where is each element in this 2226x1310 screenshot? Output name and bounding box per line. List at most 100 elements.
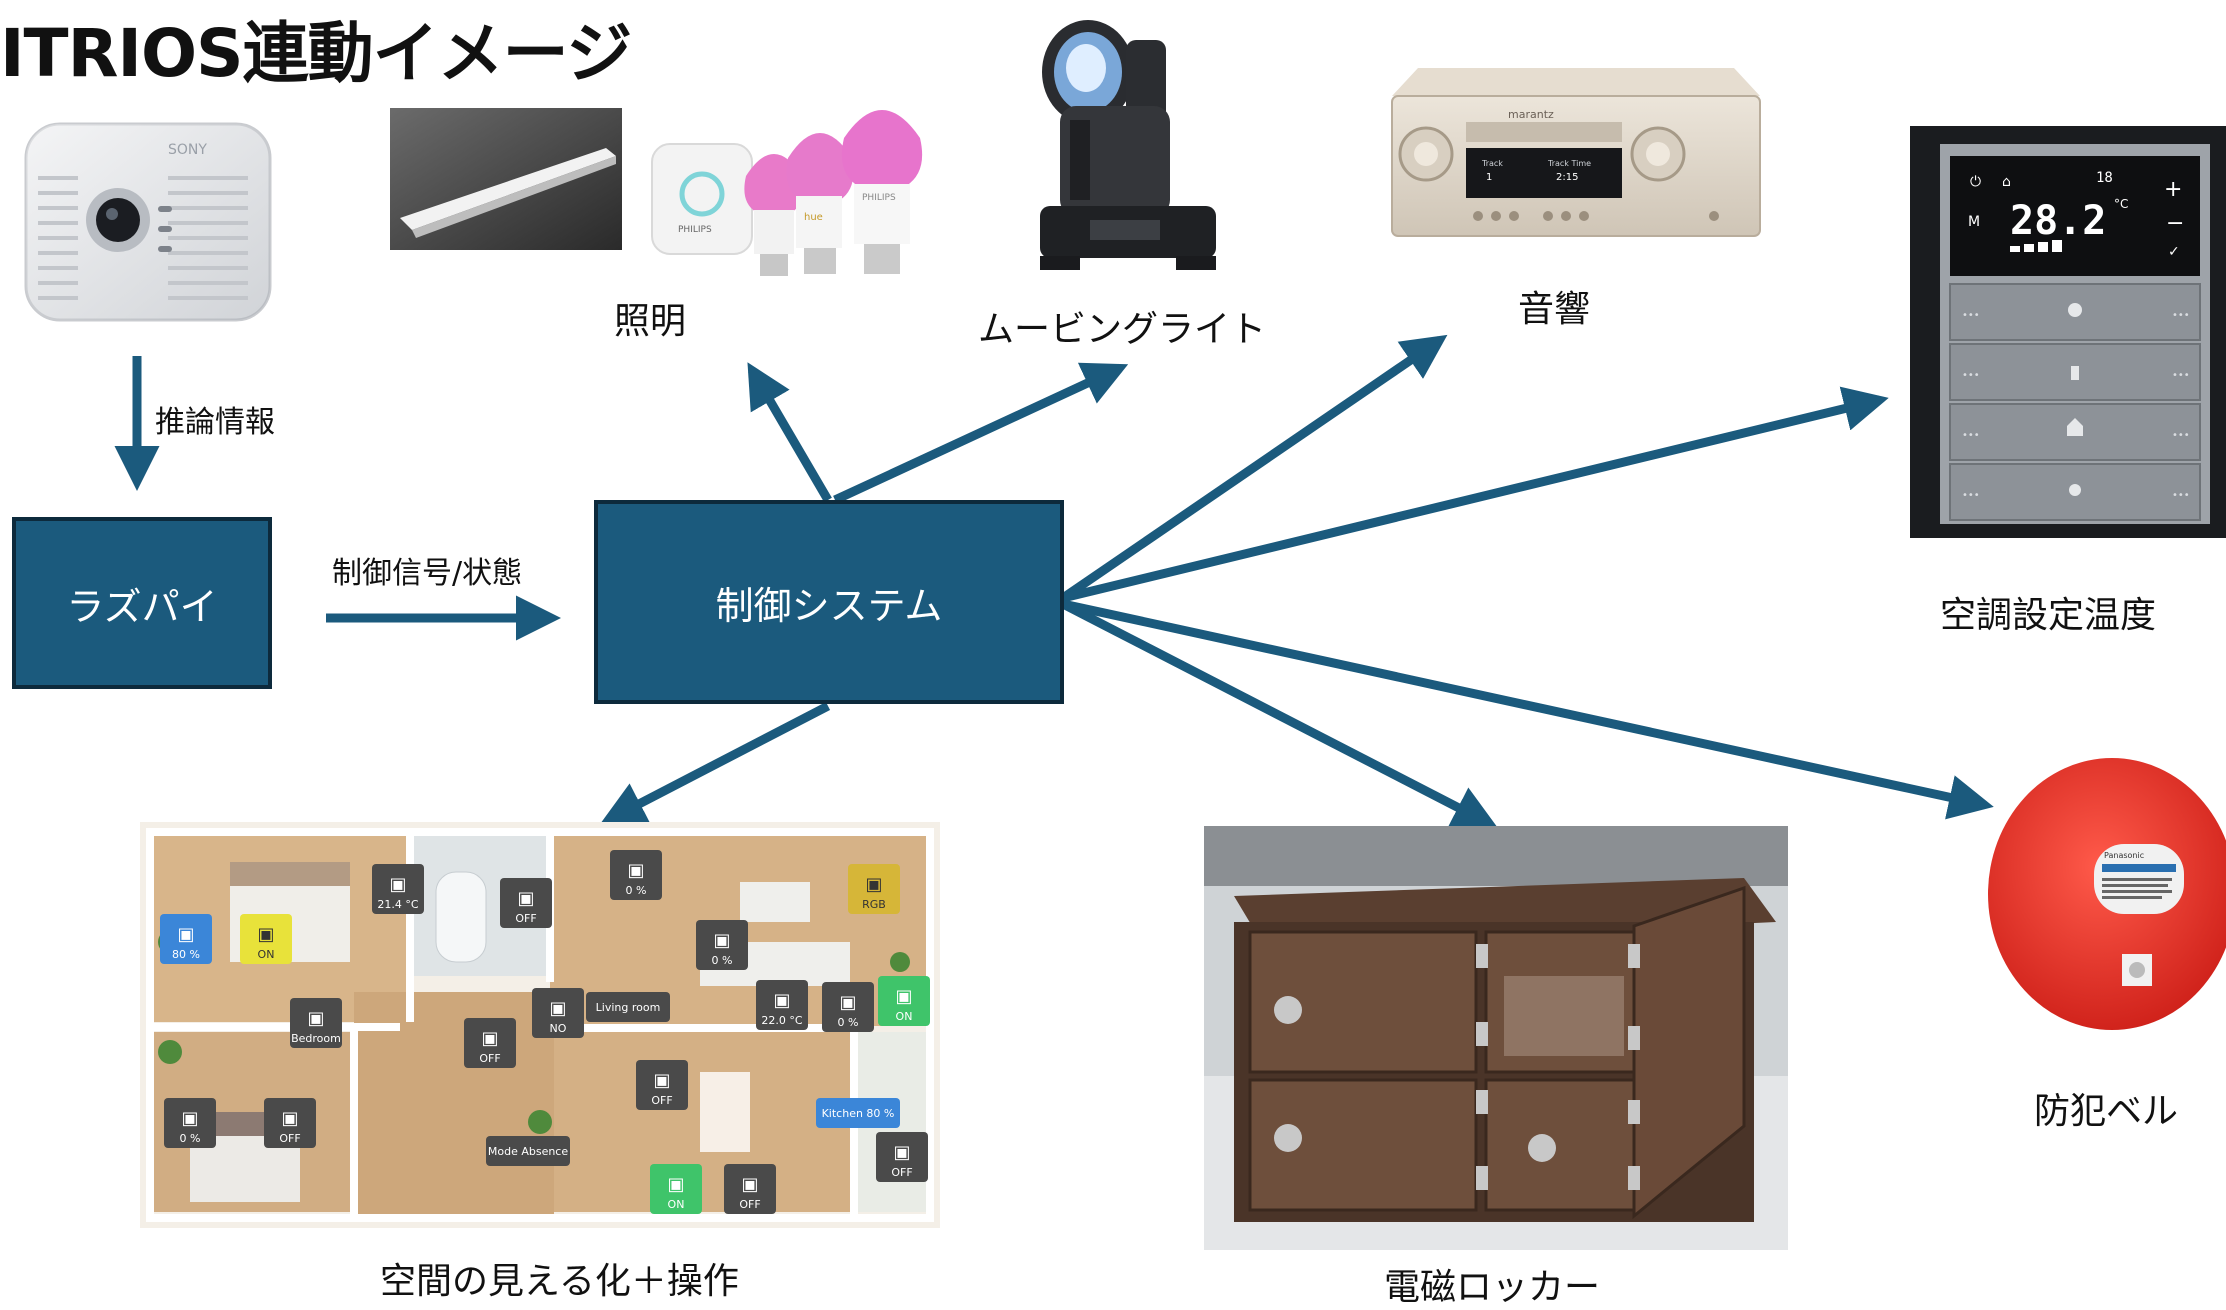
svg-text:•••: ••• bbox=[2172, 490, 2190, 501]
floorplan-control-badge: ▣ OFF bbox=[636, 1060, 688, 1110]
svg-text:⌂: ⌂ bbox=[2002, 174, 2011, 190]
floorplan-control-badge: ▣ OFF bbox=[876, 1132, 928, 1182]
badge-icon: ▣ bbox=[257, 924, 275, 945]
amp-time: 2:15 bbox=[1556, 172, 1578, 183]
floorplan-control-badge: ▣ 0 % bbox=[610, 850, 662, 900]
floorplan-control-badge: ▣ NO bbox=[532, 988, 584, 1038]
amp-time-label: Track Time bbox=[1547, 159, 1591, 168]
floorplan-control-badge: ▣0 % bbox=[696, 920, 748, 970]
svg-text:✓: ✓ bbox=[2168, 244, 2180, 260]
thermo-unit: °C bbox=[2114, 197, 2128, 211]
floorplan-control-badge: ▣ OFF bbox=[264, 1098, 316, 1148]
badge-label: OFF bbox=[739, 1198, 761, 1211]
amp-track-value: 1 bbox=[1486, 172, 1492, 183]
linear-light-image bbox=[390, 108, 622, 250]
badge-label: Kitchen 80 % bbox=[821, 1106, 895, 1120]
svg-text:•••: ••• bbox=[1962, 430, 1980, 441]
badge-icon: ▣ bbox=[713, 930, 731, 951]
floorplan-control-badge: ▣ OFF bbox=[500, 878, 552, 928]
floorplan-control-badge: ▣ Bedroom bbox=[290, 998, 342, 1048]
caption-audio: 音響 bbox=[1518, 289, 1591, 330]
arrow-to-audio bbox=[1060, 334, 1448, 602]
alarm-bell-image: Panasonic bbox=[1988, 758, 2226, 1030]
thermo-setpoint: 18 bbox=[2096, 170, 2113, 186]
svg-text:+: + bbox=[2164, 177, 2182, 202]
arrow-to-locker bbox=[1060, 599, 1499, 829]
badge-label: 0 % bbox=[179, 1132, 201, 1145]
aircon-panel-image: ⏻ ⌂ 18 + M 28.2 °C − ✓ ••• ••• ••• ••• •••… bbox=[1910, 126, 2226, 538]
thermo-mode: M bbox=[1968, 214, 1980, 230]
badge-label: Mode Absence bbox=[487, 1144, 569, 1158]
svg-text:⏻: ⏻ bbox=[1970, 174, 1981, 190]
badge-icon: ▣ bbox=[307, 1008, 325, 1029]
floorplan-control-badge: ▣ 21.4 °C bbox=[372, 864, 424, 914]
badge-icon: ▣ bbox=[773, 990, 791, 1011]
floorplan-control-badge: ▣ 80 % bbox=[160, 914, 212, 964]
control-system-box: 制御システム bbox=[594, 500, 1064, 704]
camera-brand: SONY bbox=[168, 142, 207, 158]
amp-track-label: Track bbox=[1481, 159, 1503, 168]
svg-text:−: − bbox=[2166, 211, 2184, 236]
badge-label: ON bbox=[895, 1010, 913, 1023]
control-system-label: 制御システム bbox=[715, 583, 943, 628]
bulb-brand: PHILIPS bbox=[862, 193, 896, 203]
floorplan-control-badge: ▣OFF bbox=[464, 1018, 516, 1068]
badge-label: OFF bbox=[651, 1094, 673, 1107]
badge-label: 80 % bbox=[172, 948, 200, 961]
control-signal-label: 制御信号/状態 bbox=[332, 556, 523, 591]
bridge-brand: PHILIPS bbox=[678, 225, 712, 235]
floorplan-control-badge: Living room bbox=[586, 992, 670, 1022]
audio-amp-image: marantz Track 1 Track Time 2:15 bbox=[1391, 68, 1761, 237]
badge-icon: ▣ bbox=[481, 1028, 499, 1049]
badge-icon: ▣ bbox=[627, 860, 645, 881]
floorplan-control-badge: ▣0 % bbox=[164, 1098, 216, 1148]
badge-label: Living room bbox=[595, 1000, 661, 1014]
arrow-to-floorplan bbox=[600, 702, 831, 825]
badge-icon: ▣ bbox=[865, 874, 883, 895]
floorplan-control-badge: Kitchen 80 % bbox=[816, 1098, 900, 1128]
badge-label: OFF bbox=[515, 912, 537, 925]
thermo-temp: 28.2 bbox=[2010, 198, 2106, 244]
badge-icon: ▣ bbox=[667, 1174, 685, 1195]
badge-icon: ▣ bbox=[893, 1142, 911, 1163]
badge-label: 0 % bbox=[625, 884, 647, 897]
raspi-box: ラズパイ bbox=[12, 517, 272, 689]
badge-label: 0 % bbox=[837, 1016, 859, 1029]
badge-icon: ▣ bbox=[281, 1108, 299, 1129]
badge-label: Bedroom bbox=[291, 1032, 341, 1045]
hue-bulbs-image: PHILIPS hue PHILIPS bbox=[651, 110, 923, 276]
badge-label: RGB bbox=[862, 898, 886, 911]
page-title: ITRIOS連動イメージ bbox=[0, 15, 632, 92]
badge-icon: ▣ bbox=[549, 998, 567, 1019]
badge-icon: ▣ bbox=[741, 1174, 759, 1195]
badge-icon: ▣ bbox=[517, 888, 535, 909]
svg-text:•••: ••• bbox=[1962, 490, 1980, 501]
floorplan-control-badge: Mode Absence bbox=[486, 1136, 570, 1166]
svg-text:•••: ••• bbox=[2172, 310, 2190, 321]
moving-light-image bbox=[1040, 20, 1216, 270]
badge-icon: ▣ bbox=[895, 986, 913, 1007]
badge-icon: ▣ bbox=[177, 924, 195, 945]
floorplan-control-badge: ▣ ON bbox=[878, 976, 930, 1026]
badge-icon: ▣ bbox=[389, 874, 407, 895]
svg-text:•••: ••• bbox=[2172, 430, 2190, 441]
badge-label: NO bbox=[549, 1022, 567, 1035]
bell-brand: Panasonic bbox=[2104, 851, 2144, 860]
caption-floorplan: 空間の見える化＋操作 bbox=[380, 1261, 739, 1302]
badge-label: ON bbox=[667, 1198, 685, 1211]
badge-icon: ▣ bbox=[653, 1070, 671, 1091]
svg-text:•••: ••• bbox=[2172, 370, 2190, 381]
badge-label: ON bbox=[257, 948, 275, 961]
floorplan-control-badge: ▣ ON bbox=[650, 1164, 702, 1214]
badge-label: OFF bbox=[891, 1166, 913, 1179]
badge-label: 21.4 °C bbox=[377, 898, 419, 911]
badge-icon: ▣ bbox=[839, 992, 857, 1013]
floorplan-control-badge: ▣22.0 °C bbox=[756, 980, 808, 1030]
caption-moving-light: ムービングライト bbox=[978, 309, 1267, 350]
caption-lighting: 照明 bbox=[614, 301, 687, 342]
badge-label: OFF bbox=[279, 1132, 301, 1145]
floorplan-control-badge: ▣ RGB bbox=[848, 864, 900, 914]
amp-brand: marantz bbox=[1508, 108, 1554, 121]
caption-bell: 防犯ベル bbox=[2034, 1091, 2179, 1132]
